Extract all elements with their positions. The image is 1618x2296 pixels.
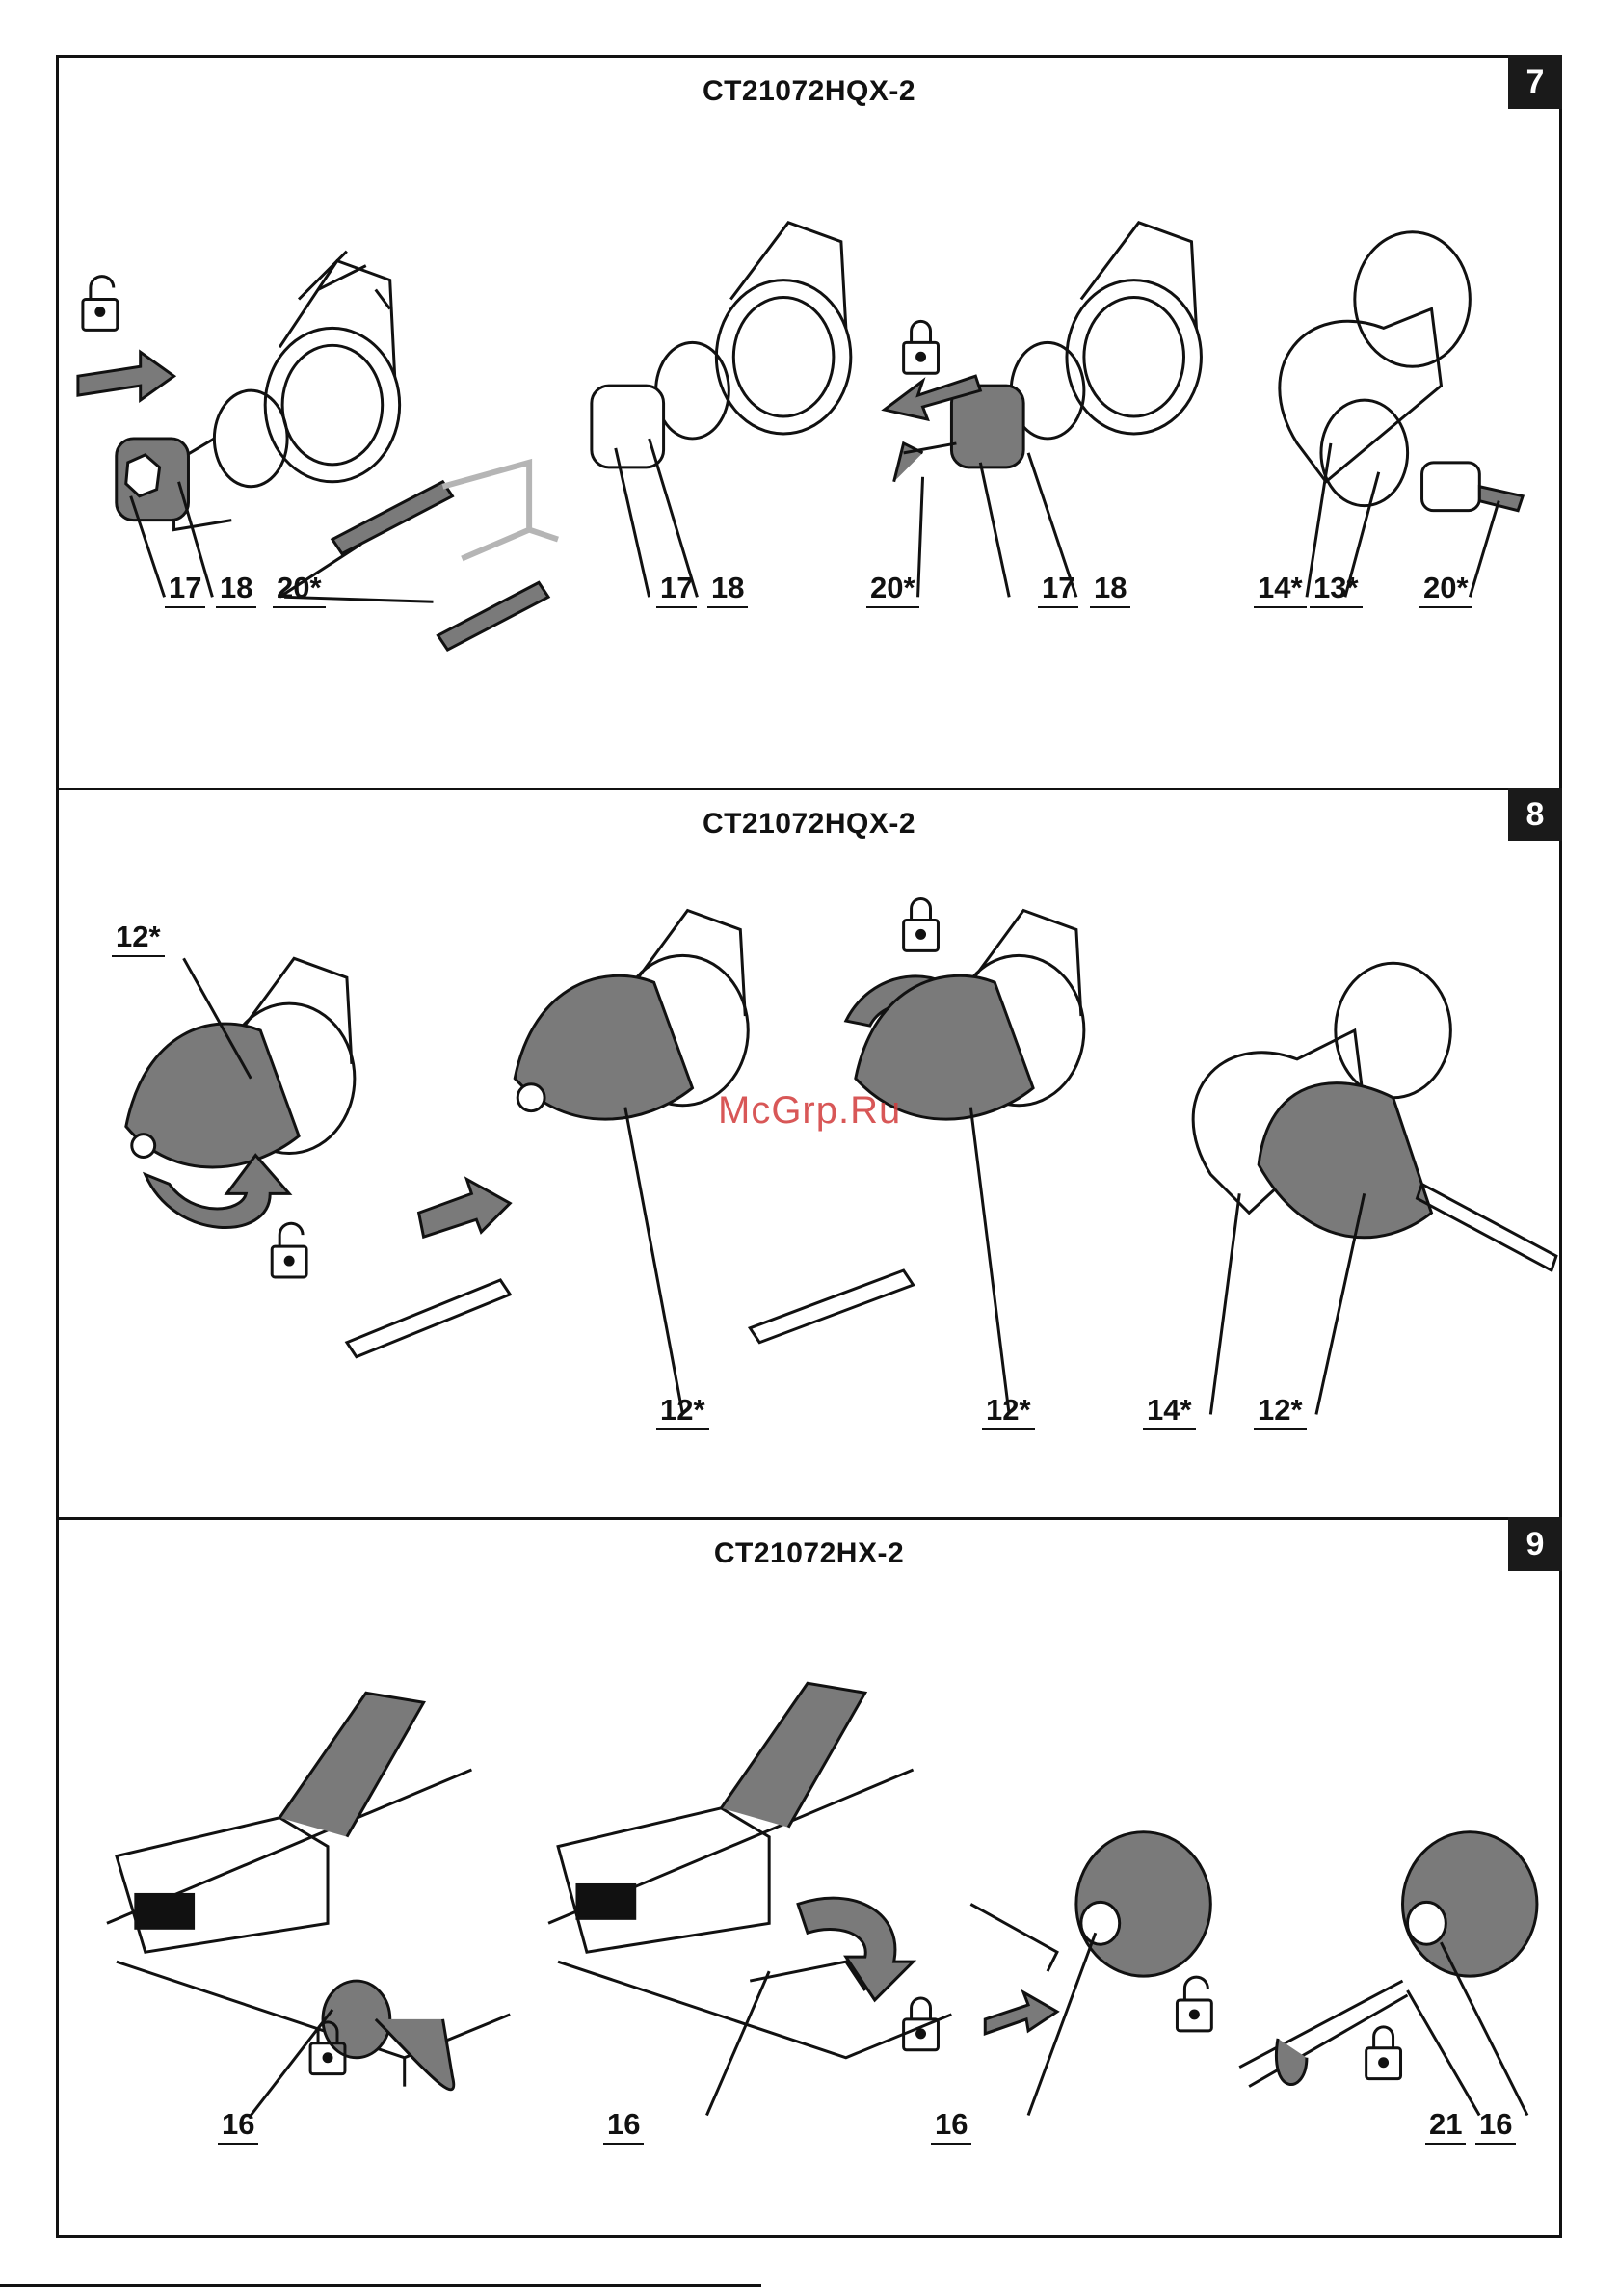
drill-bit-icon bbox=[750, 1270, 913, 1343]
angle-attachment-icon bbox=[1280, 232, 1523, 511]
callout-12: 12* bbox=[112, 921, 165, 957]
callout-20: 20* bbox=[273, 572, 326, 608]
callout-12: 12* bbox=[1254, 1394, 1307, 1430]
figure-frame: CT21072HQX-2 7 bbox=[56, 55, 1562, 2238]
figure-8-illustration bbox=[59, 790, 1559, 1520]
callout-16: 16 bbox=[1475, 2108, 1516, 2145]
figure-7-illustration bbox=[59, 58, 1559, 790]
chuck-body-icon bbox=[1011, 223, 1201, 439]
chuck-icon bbox=[1403, 1832, 1537, 1976]
rotate-arrow-icon bbox=[1276, 2039, 1306, 2085]
footer-rule bbox=[0, 2284, 761, 2287]
connector-icon bbox=[442, 463, 558, 559]
drill-bit-icon bbox=[347, 1280, 510, 1357]
callout-21: 21 bbox=[1425, 2108, 1466, 2145]
lock-closed-icon bbox=[904, 1998, 939, 2050]
callout-18: 18 bbox=[216, 572, 256, 608]
chuck-body-icon bbox=[174, 252, 400, 530]
arrow-icon bbox=[985, 1992, 1057, 2034]
callout-14: 14* bbox=[1254, 572, 1307, 608]
lock-open-icon bbox=[83, 277, 118, 331]
figure-9-illustration bbox=[59, 1520, 1559, 2235]
keyless-chuck-icon bbox=[856, 911, 1084, 1120]
drill-icon bbox=[117, 1693, 424, 1952]
callout-17: 17 bbox=[1038, 572, 1078, 608]
bit-holder-icon bbox=[951, 386, 1023, 467]
callout-12: 12* bbox=[982, 1394, 1035, 1430]
arrow-icon bbox=[78, 352, 174, 400]
angle-attachment-icon bbox=[1193, 963, 1556, 1270]
hex-key-icon bbox=[970, 1904, 1057, 1971]
keyless-chuck-icon bbox=[126, 958, 355, 1167]
callout-16: 16 bbox=[931, 2108, 971, 2145]
callout-18: 18 bbox=[707, 572, 748, 608]
figure-9: CT21072HX-2 9 bbox=[59, 1517, 1559, 2235]
chuck-icon bbox=[1076, 1832, 1210, 1976]
callout-16: 16 bbox=[603, 2108, 644, 2145]
keyless-chuck-icon bbox=[515, 911, 748, 1120]
lock-open-icon bbox=[1177, 1977, 1211, 2031]
lock-closed-icon bbox=[904, 321, 939, 373]
lock-closed-icon bbox=[1366, 2027, 1401, 2079]
callout-16: 16 bbox=[218, 2108, 258, 2145]
screw-icon bbox=[1239, 1981, 1407, 2087]
lock-closed-icon bbox=[904, 899, 939, 951]
lock-open-icon bbox=[272, 1223, 306, 1277]
callout-17: 17 bbox=[656, 572, 697, 608]
callout-20: 20* bbox=[866, 572, 919, 608]
rotate-arrow-icon bbox=[798, 1898, 914, 2000]
callout-12: 12* bbox=[656, 1394, 709, 1430]
figure-8: CT21072HQX-2 8 bbox=[59, 788, 1559, 1520]
callout-14: 14* bbox=[1143, 1394, 1196, 1430]
arrow-icon bbox=[419, 1179, 511, 1237]
callout-20: 20* bbox=[1419, 572, 1472, 608]
chuck-body-icon bbox=[656, 223, 851, 439]
screwdriver-bits-icon bbox=[332, 482, 548, 650]
callout-17: 17 bbox=[165, 572, 205, 608]
watermark: McGrp.Ru bbox=[718, 1089, 901, 1133]
figure-7: CT21072HQX-2 7 bbox=[59, 58, 1559, 790]
callout-18: 18 bbox=[1090, 572, 1130, 608]
callout-13: 13* bbox=[1310, 572, 1363, 608]
